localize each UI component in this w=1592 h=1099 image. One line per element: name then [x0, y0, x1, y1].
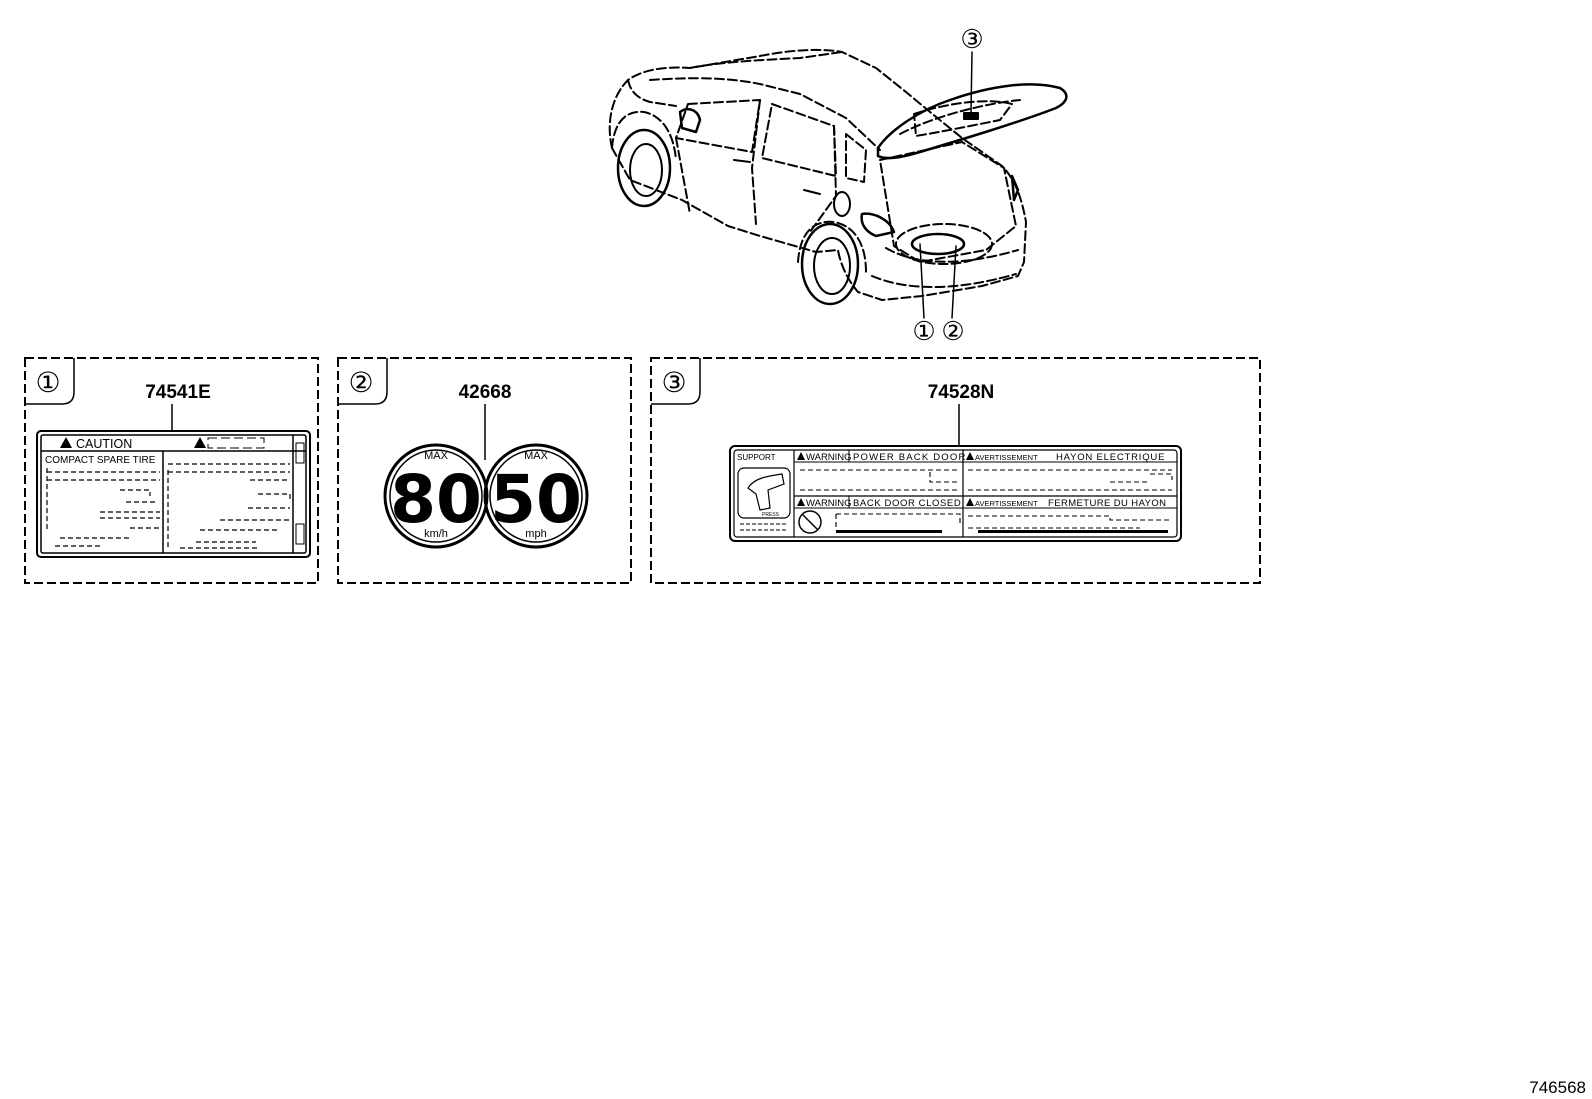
panel-2-part-number: 42668 — [459, 382, 512, 403]
kmh-value: 80 — [390, 461, 482, 538]
rear-door-handle — [803, 189, 821, 195]
center-pillar-line — [751, 99, 761, 225]
kmh-unit: km/h — [424, 528, 448, 540]
front-door-handle — [733, 159, 751, 163]
spare-tire-text: COMPACT SPARE TIRE — [45, 455, 156, 466]
panel-1-index-tab — [25, 358, 75, 405]
callout-2: ② — [941, 316, 964, 346]
mph-unit: mph — [525, 528, 546, 540]
mph-value: 50 — [490, 461, 582, 538]
avert-1-heading: AVERTISSEMENT — [975, 453, 1038, 462]
leader-line-1 — [919, 243, 925, 319]
panel-3-part-number: 74528N — [928, 382, 995, 403]
panel-2: ② 42668 MAX 80 km/h MAX 50 mph — [337, 357, 632, 584]
caution-label: CAUTION COMPACT SPARE TIRE — [36, 430, 311, 558]
avert-2-heading: AVERTISSEMENT — [975, 499, 1038, 508]
panel-3: ③ 74528N SUPPORT PRESS WARNING POWER B — [650, 357, 1261, 584]
front-side-window — [675, 99, 761, 153]
panel-2-index: ② — [348, 367, 373, 398]
side-mirror — [678, 108, 702, 134]
fuel-door — [833, 191, 851, 217]
warning-triangle-icon-2 — [194, 437, 206, 448]
leader-line-3 — [970, 51, 973, 113]
tail-lamp-right — [1010, 174, 1020, 202]
rear-side-window — [761, 103, 837, 177]
rear-door-line — [809, 125, 837, 233]
warning-triangle-icon-5 — [797, 498, 805, 506]
callout-1: ① — [912, 316, 935, 346]
speed-limit-mph: MAX 50 mph — [483, 443, 589, 549]
rear-wheel-arch — [797, 220, 867, 273]
panel-2-frame — [337, 357, 632, 584]
spare-tire — [910, 232, 966, 256]
warning-1-text: POWER BACK DOOR — [853, 452, 967, 463]
rear-bumper — [885, 247, 1019, 263]
warning-triangle-icon-6 — [966, 498, 974, 506]
avert-1-text: HAYON ELECTRIQUE — [1056, 452, 1165, 463]
warning-triangle-icon-3 — [797, 452, 805, 460]
warning-triangle-icon-4 — [966, 452, 974, 460]
quarter-window — [845, 133, 867, 183]
hood-line — [627, 79, 677, 107]
speed-limit-kmh: MAX 80 km/h — [383, 443, 489, 549]
rear-wheel — [800, 222, 860, 306]
back-door-label-location — [963, 112, 979, 120]
front-door-line — [675, 137, 691, 215]
warning-1-heading: WARNING — [806, 452, 852, 463]
roof-line — [689, 51, 843, 69]
diagram-id: 746568 — [1529, 1078, 1586, 1097]
warning-2-text: BACK DOOR CLOSED — [853, 498, 961, 509]
caution-label-fine-print — [46, 463, 291, 549]
pictogram-label: PRESS — [762, 512, 780, 518]
roof-rail — [649, 77, 881, 151]
leader-line-2 — [951, 245, 957, 319]
hand-press-icon — [737, 467, 791, 519]
vehicle-illustration — [608, 48, 1068, 319]
cargo-opening — [879, 141, 1017, 263]
label-corner-text: SUPPORT — [737, 453, 776, 462]
front-wheel-arch — [611, 110, 677, 161]
panel-1-index: ① — [35, 367, 60, 398]
prohibition-icon — [798, 510, 822, 534]
back-door-warning-label: SUPPORT PRESS WARNING POWER BACK DOOR AV… — [729, 445, 1182, 542]
vehicle-body-outline — [608, 48, 1027, 301]
panel-3-index: ③ — [661, 367, 686, 398]
tail-lamp — [860, 212, 896, 238]
front-wheel-hub — [629, 143, 663, 197]
warning-label-fine-print — [800, 469, 1173, 529]
back-door-glass — [913, 100, 1013, 137]
mph-max-text: MAX — [524, 450, 549, 462]
spare-tire-area — [895, 223, 993, 265]
front-wheel — [616, 128, 672, 208]
rear-bumper-lower — [871, 273, 1017, 289]
avert-2-text: FERMETURE DU HAYON — [1048, 498, 1166, 509]
open-back-door — [876, 83, 1068, 160]
caution-text: CAUTION — [76, 437, 132, 451]
warning-2-heading: WARNING — [806, 498, 852, 509]
callout-3: ③ — [960, 24, 983, 54]
kmh-max-text: MAX — [424, 450, 449, 462]
warning-triangle-icon — [60, 437, 72, 448]
panel-1: ① 74541E CAUTION COMPACT SPARE TIRE — [24, 357, 319, 584]
panel-3-index-tab — [651, 358, 701, 405]
panel-1-part-number: 74541E — [145, 382, 211, 403]
rear-wheel-hub — [813, 237, 851, 295]
panel-1-frame — [24, 357, 319, 584]
panel-3-frame — [650, 357, 1261, 584]
panel-2-index-tab — [338, 358, 388, 405]
